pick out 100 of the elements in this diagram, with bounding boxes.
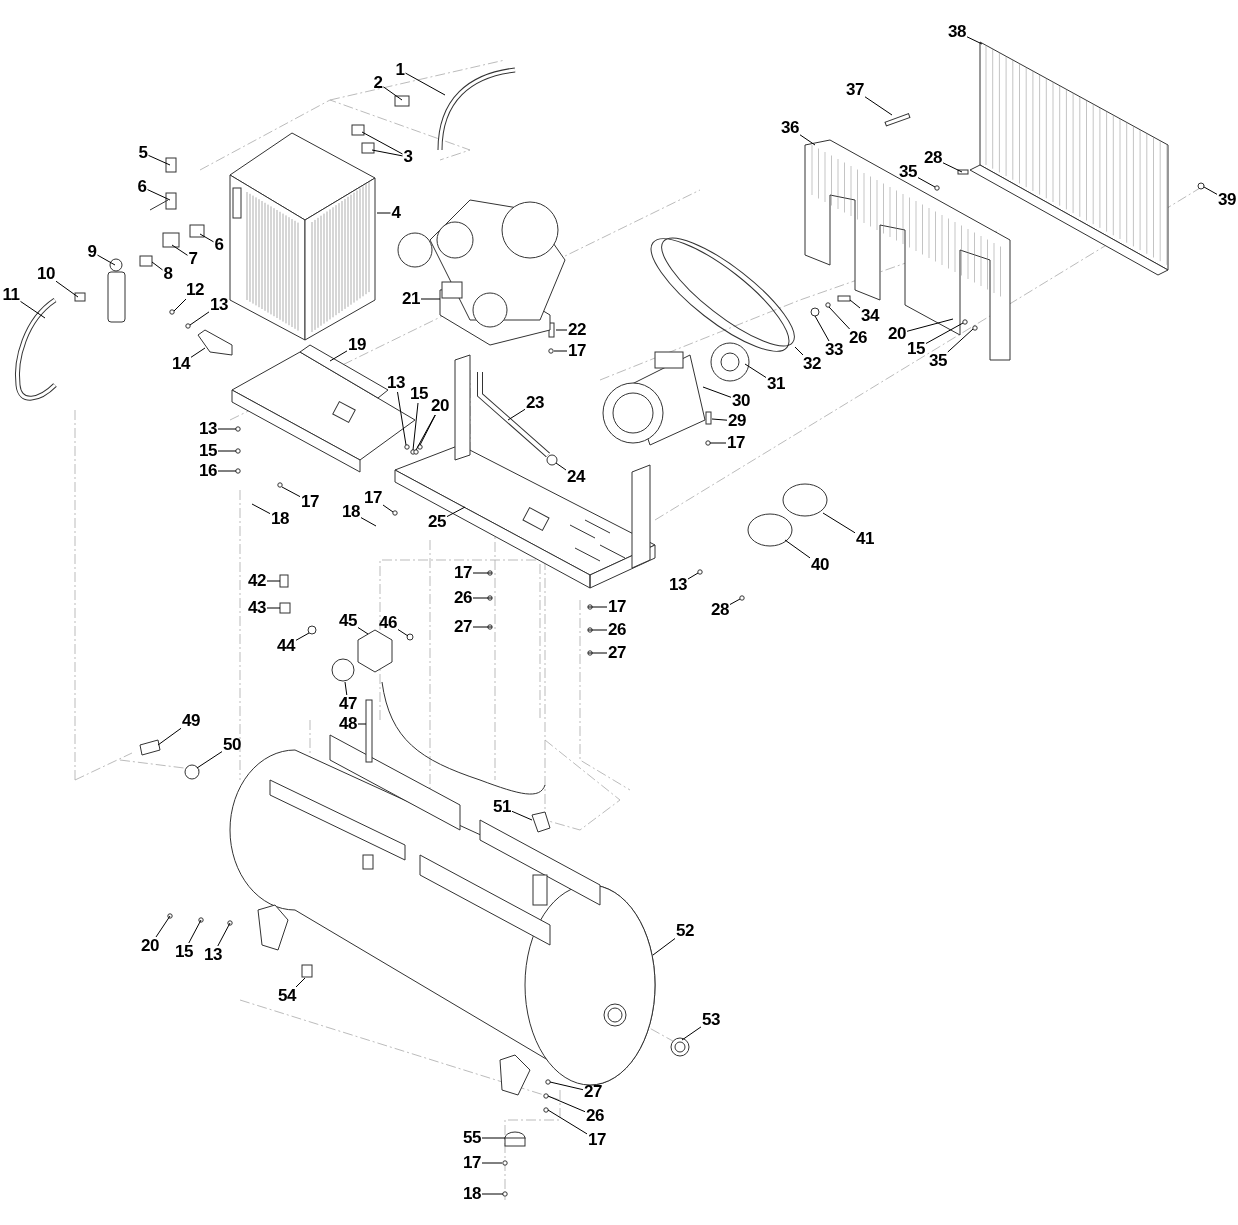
leader-line — [199, 233, 214, 243]
leader-line — [587, 652, 608, 654]
leader-line — [652, 938, 676, 956]
leader-line — [189, 311, 210, 326]
leader-line — [217, 450, 237, 452]
callout-number: 50 — [223, 736, 241, 754]
callout-number: 20 — [141, 937, 159, 955]
leader-line — [917, 177, 936, 188]
leader-line — [547, 1109, 588, 1135]
callout-number: 18 — [342, 503, 360, 521]
callout-number: 17 — [301, 493, 319, 511]
leader-line — [744, 363, 767, 378]
callout-number: 36 — [781, 119, 799, 137]
callout-number: 10 — [37, 265, 55, 283]
leader-line — [361, 131, 403, 155]
leader-line — [357, 627, 369, 635]
callout-number: 17 — [454, 564, 472, 582]
leader-line — [549, 1081, 584, 1091]
leader-line — [405, 72, 446, 96]
callout-number: 47 — [339, 695, 357, 713]
callout-number: 18 — [271, 510, 289, 528]
callout-number: 26 — [586, 1107, 604, 1125]
leader-line — [481, 1193, 504, 1195]
leader-line — [357, 723, 367, 725]
callout-number: 23 — [526, 394, 544, 412]
leader-line — [681, 1026, 702, 1041]
leader-line — [966, 36, 983, 45]
leader-line — [587, 629, 608, 631]
leader-line — [397, 391, 407, 446]
leader-line — [481, 1137, 506, 1139]
callout-number: 37 — [846, 81, 864, 99]
callout-number: 51 — [493, 798, 511, 816]
leader-line — [828, 306, 851, 330]
callout-number: 24 — [567, 468, 585, 486]
leader-line — [507, 408, 526, 421]
callout-number: 35 — [899, 163, 917, 181]
callout-number: 11 — [2, 286, 20, 304]
leader-line — [171, 244, 188, 256]
callout-number: 3 — [403, 148, 413, 166]
leader-line — [784, 539, 811, 559]
callout-number: 46 — [379, 614, 397, 632]
callout-number: 35 — [929, 352, 947, 370]
callout-number: 13 — [210, 296, 228, 314]
callout-number: 54 — [278, 987, 296, 1005]
leader-line — [555, 329, 568, 331]
callout-number: 33 — [825, 341, 843, 359]
callout-number: 44 — [277, 637, 295, 655]
leader-line — [687, 572, 699, 580]
callout-number: 15 — [199, 442, 217, 460]
callout-number: 13 — [204, 946, 222, 964]
leader-line — [481, 1162, 503, 1164]
callout-number: 20 — [888, 325, 906, 343]
callout-number: 15 — [175, 943, 193, 961]
callout-number: 6 — [214, 236, 224, 254]
leader-line — [157, 727, 182, 746]
leader-line — [702, 386, 732, 398]
callout-number: 53 — [702, 1011, 720, 1029]
callout-number: 1 — [395, 61, 405, 79]
callout-number: 17 — [364, 489, 382, 507]
leader-line — [794, 346, 804, 356]
leader-line — [196, 751, 223, 769]
callout-number: 20 — [431, 397, 449, 415]
callout-number: 13 — [199, 420, 217, 438]
leader-line — [20, 300, 46, 319]
callout-number: 48 — [339, 715, 357, 733]
leader-line — [472, 626, 493, 628]
leader-line — [555, 462, 567, 471]
callout-number: 7 — [188, 250, 198, 268]
callout-number: 34 — [861, 307, 879, 325]
callout-number: 39 — [1218, 191, 1236, 209]
leader-line — [420, 298, 441, 300]
callout-number: 2 — [373, 74, 383, 92]
leader-line — [822, 512, 856, 534]
leader-line — [472, 597, 493, 599]
leader-line — [266, 607, 281, 609]
callout-number: 4 — [391, 204, 401, 222]
callout-number: 13 — [387, 374, 405, 392]
callout-number: 16 — [199, 462, 217, 480]
callout-number: 42 — [248, 572, 266, 590]
leader-line — [729, 598, 741, 605]
callout-number: 17 — [727, 434, 745, 452]
leader-line — [446, 506, 466, 518]
leader-line — [217, 470, 237, 472]
leader-line — [553, 350, 568, 352]
callout-number: 27 — [454, 618, 472, 636]
leader-line — [799, 134, 816, 146]
leader-line — [295, 977, 306, 988]
leader-line — [472, 572, 493, 574]
callout-number: 41 — [856, 530, 874, 548]
leader-line — [97, 254, 116, 266]
leader-line — [814, 315, 830, 342]
leader-line — [849, 299, 861, 309]
callout-number: 38 — [948, 23, 966, 41]
callout-number: 17 — [568, 342, 586, 360]
callout-number: 17 — [463, 1154, 481, 1172]
leader-line — [344, 681, 348, 696]
leader-line — [906, 318, 954, 332]
callout-number: 17 — [588, 1131, 606, 1149]
callout-number: 15 — [907, 340, 925, 358]
callout-number: 31 — [767, 375, 785, 393]
